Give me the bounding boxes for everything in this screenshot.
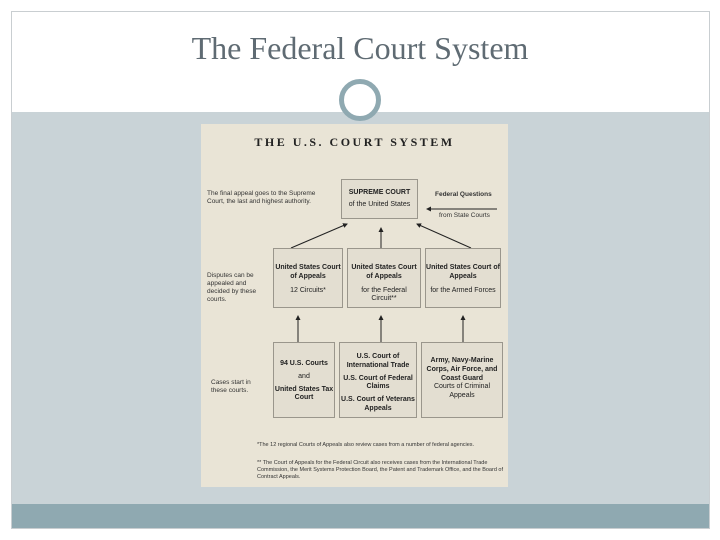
footnote-regional: *The 12 regional Courts of Appeals also … — [257, 442, 475, 448]
supreme-court-subtitle: of the United States — [348, 200, 411, 208]
trial-courts-middle-box: U.S. Court of International Trade U.S. C… — [339, 342, 417, 418]
appeals-court-regional-detail: 12 Circuits* — [290, 286, 326, 294]
trial-courts-middle-line1: U.S. Court of International Trade — [346, 353, 410, 369]
final-appeal-note: The final appeal goes to the Supreme Cou… — [207, 190, 316, 206]
arrow-right-appeals-to-supreme — [416, 223, 472, 249]
appeals-court-regional-box: United States Court of Appeals 12 Circui… — [273, 248, 343, 308]
appeals-court-federal-circuit-detail: for the Federal Circuit** — [361, 286, 407, 303]
supreme-court-title: SUPREME COURT — [348, 189, 411, 196]
federal-questions-title: Federal Questions — [435, 191, 492, 198]
trial-courts-middle-line3: U.S. Court of Veterans Appeals — [341, 396, 415, 412]
supreme-court-box: SUPREME COURT of the United States — [341, 179, 418, 219]
court-system-figure: THE U.S. COURT SYSTEM SUPREME COURT of t… — [201, 124, 508, 487]
trial-courts-right-line2: Courts of Criminal Appeals — [433, 383, 490, 399]
appeals-court-armed-forces-box: United States Court of Appeals for the A… — [425, 248, 501, 308]
appeals-court-federal-circuit-box: United States Court of Appeals for the F… — [347, 248, 421, 308]
cases-start-note: Cases start in these courts. — [211, 379, 251, 395]
trial-courts-right-box: Army, Navy-Marine Corps, Air Force, and … — [421, 342, 503, 418]
slide-title: The Federal Court System — [191, 30, 529, 66]
trial-courts-left-line2: United States Tax Court — [274, 385, 334, 402]
appeals-court-regional-title: United States Court of Appeals — [275, 264, 341, 280]
appeals-court-federal-circuit-title: United States Court of Appeals — [351, 264, 417, 280]
trial-courts-left-box: 94 U.S. Courts and United States Tax Cou… — [273, 342, 335, 418]
trial-courts-middle-line2: U.S. Court of Federal Claims — [343, 374, 413, 391]
appeals-court-armed-forces-title: United States Court of Appeals — [426, 264, 500, 280]
federal-questions-from: from State Courts — [439, 212, 490, 219]
title-ring-ornament — [339, 79, 381, 121]
trial-courts-left-and: and — [298, 372, 310, 380]
disputes-note: Disputes can be appealed and decided by … — [207, 272, 257, 304]
bottom-accent-band — [12, 504, 709, 528]
trial-courts-right-line1: Army, Navy-Marine Corps, Air Force, and … — [426, 357, 498, 382]
figure-heading: THE U.S. COURT SYSTEM — [254, 135, 455, 149]
appeals-court-armed-forces-detail: for the Armed Forces — [430, 286, 496, 294]
trial-courts-left-line1: 94 U.S. Courts — [280, 360, 328, 367]
footnote-federal-circuit: ** The Court of Appeals for the Federal … — [257, 460, 503, 481]
diagram-arrows — [290, 206, 497, 342]
arrow-left-appeals-to-supreme — [290, 223, 348, 249]
